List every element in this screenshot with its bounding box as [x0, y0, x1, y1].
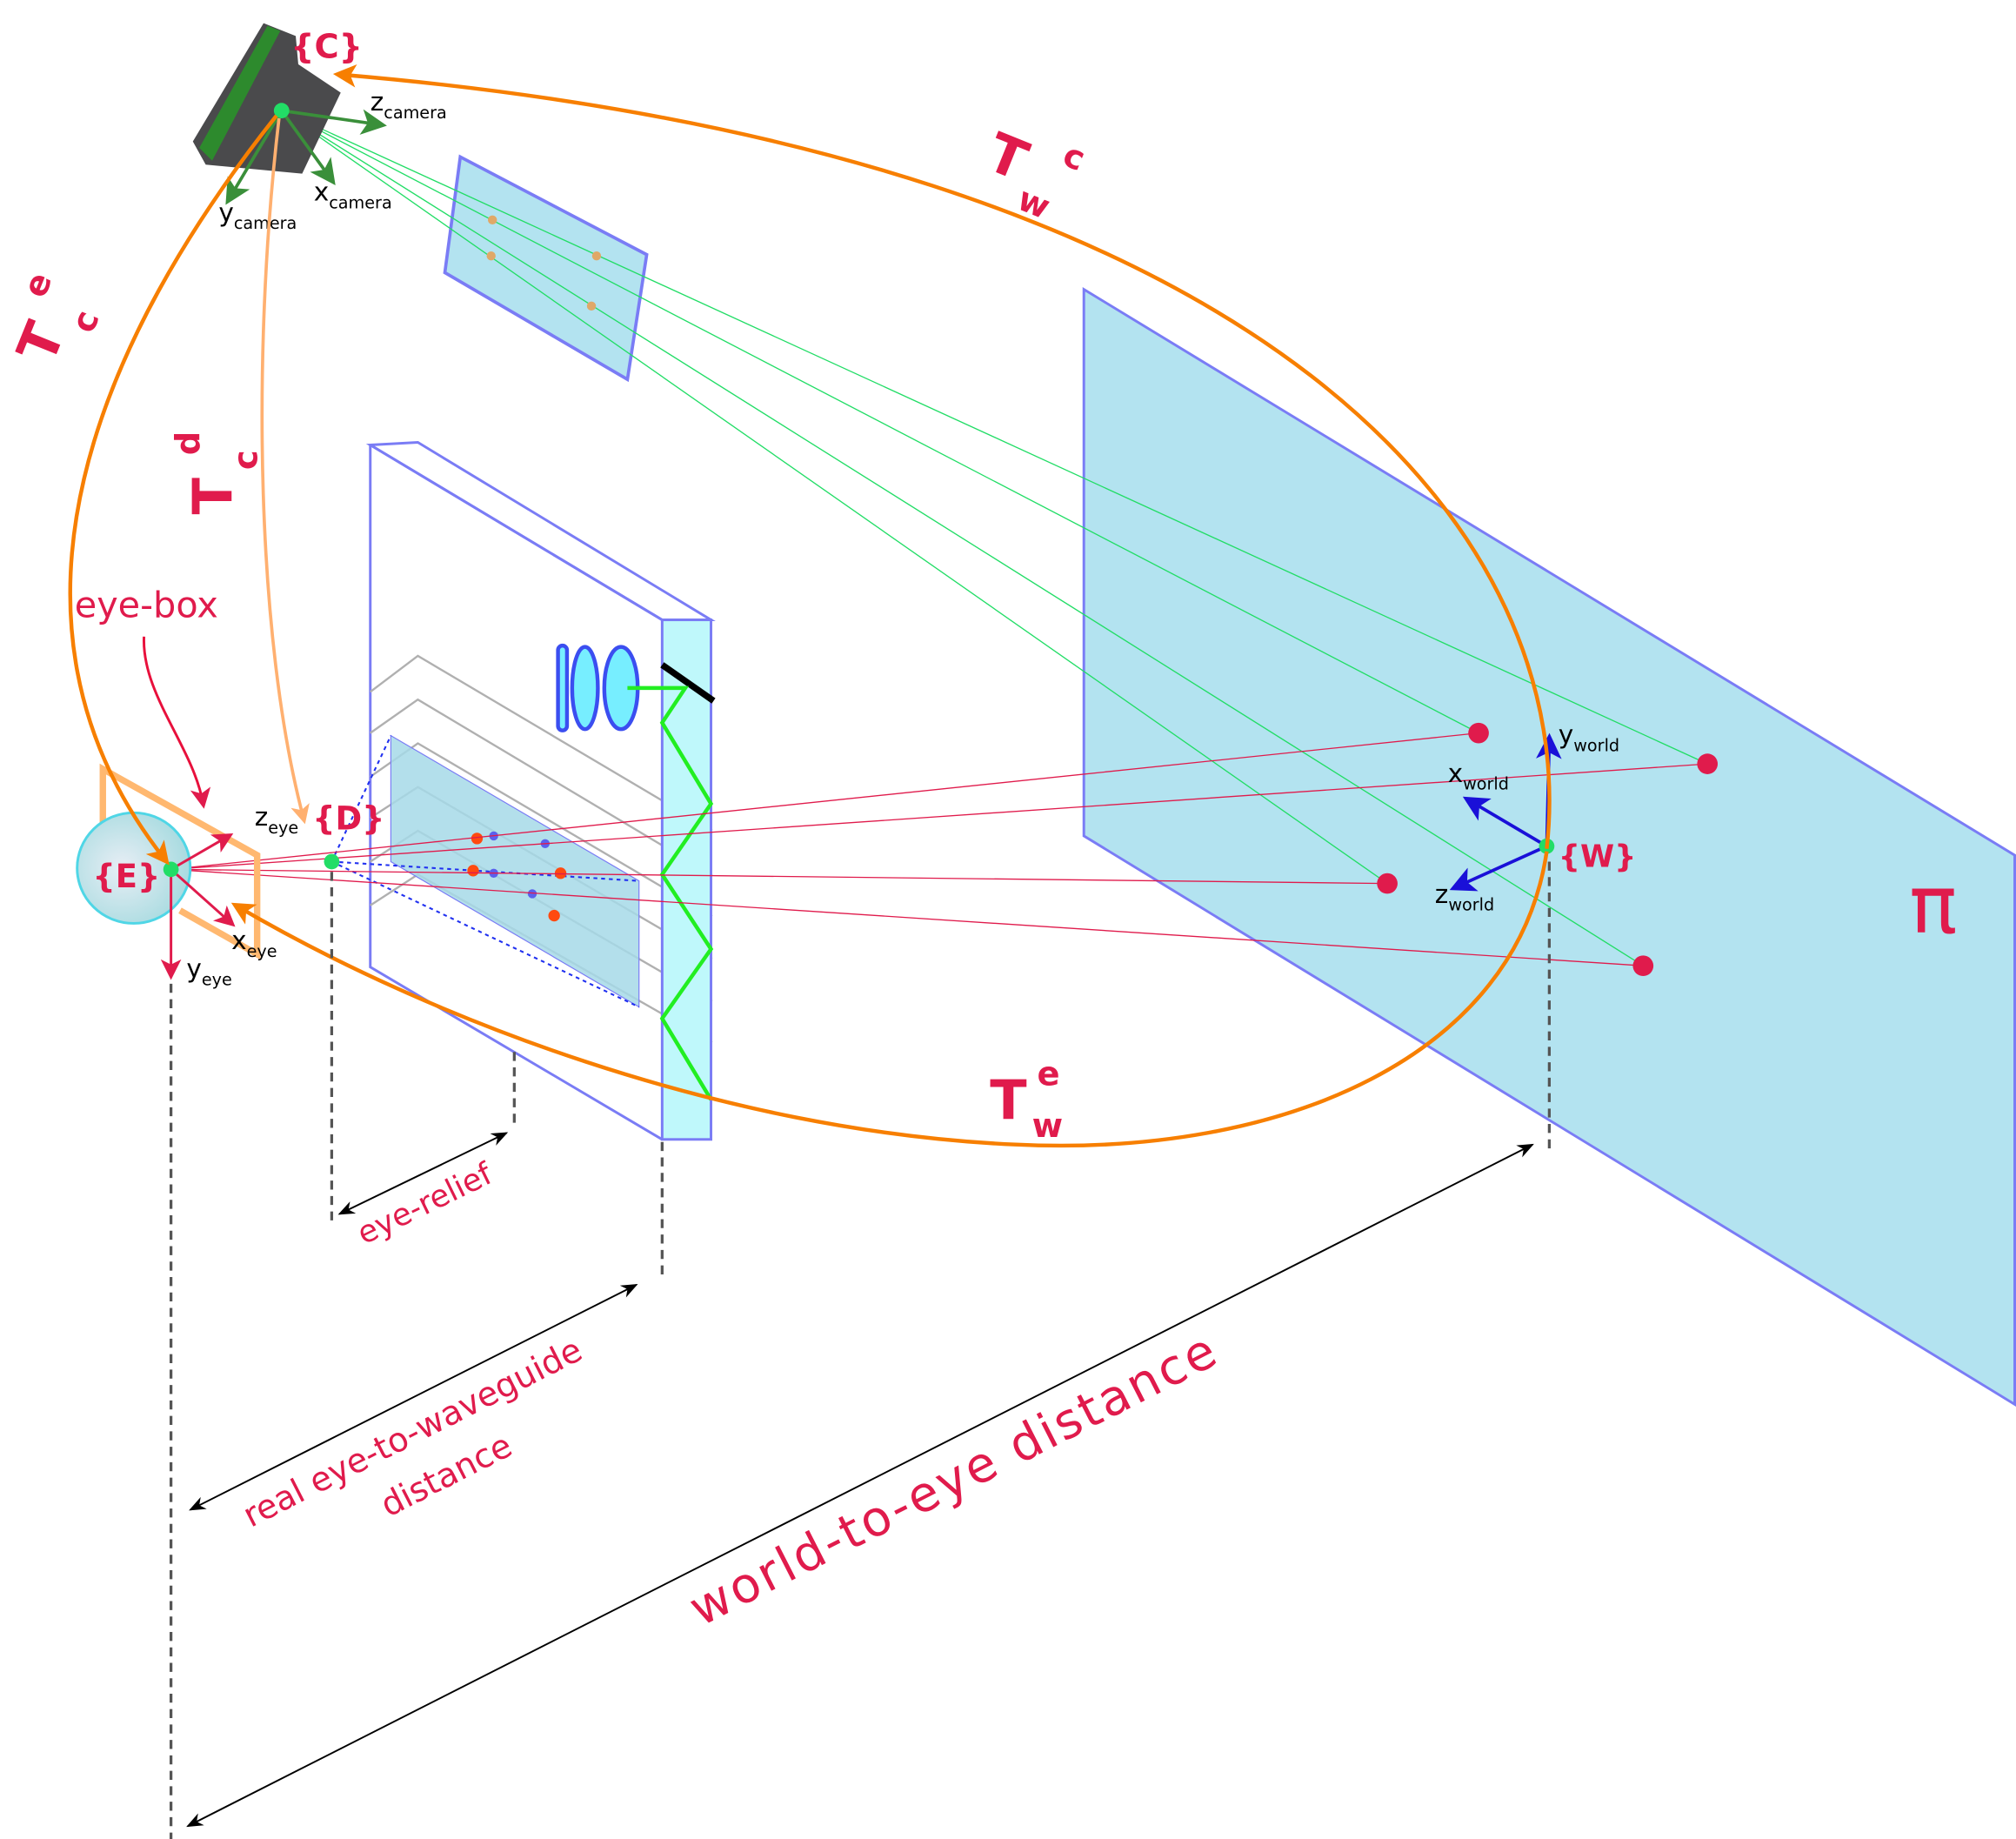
x-eye-axis — [170, 868, 236, 927]
eye-relief-label: eye-relief — [351, 1155, 498, 1252]
guide-lines — [169, 861, 1551, 1839]
eye-box-label: eye-box — [75, 585, 218, 626]
frame-display-label: {D} — [312, 800, 384, 838]
z-camera-label: zcamera — [370, 87, 447, 123]
y-eye-label: yeye — [186, 954, 232, 990]
frame-world-label: {W} — [1559, 839, 1637, 874]
z-eye-axis — [170, 833, 234, 871]
transform-Tcd-label: Tcd — [169, 431, 266, 515]
transform-Twc-label: Twc — [971, 109, 1091, 232]
plane-label: π — [1909, 859, 1957, 952]
lens-1 — [556, 643, 570, 732]
x-world-label: xworld — [1448, 759, 1509, 794]
x-camera-axis — [280, 110, 336, 185]
waveguide-slab — [660, 619, 712, 1141]
transform-Tce-label: Tce — [0, 267, 114, 379]
y-world-label: yworld — [1559, 719, 1619, 755]
transform-world-to-camera-arc — [332, 64, 1552, 849]
z-world-axis — [1449, 845, 1548, 892]
x-eye-label: xeye — [231, 926, 277, 961]
virtual-display-plane — [390, 734, 640, 1008]
lens-2 — [570, 645, 600, 732]
z-camera-axis — [281, 109, 387, 135]
y-camera-label: ycamera — [218, 197, 297, 233]
x-world-axis — [1462, 796, 1548, 848]
projected-points — [486, 215, 602, 311]
x-camera-label: xcamera — [314, 177, 392, 213]
image-plane — [443, 154, 649, 383]
world-points — [1377, 722, 1719, 977]
light-path — [627, 685, 714, 1101]
z-eye-label: zeye — [255, 802, 299, 838]
camera-icon — [192, 23, 341, 174]
transform-camera-to-eye-arc — [68, 114, 278, 866]
y-camera-axis — [225, 110, 284, 205]
waveguide — [330, 441, 716, 1141]
camera-rays — [281, 110, 1708, 966]
eye-box — [99, 763, 261, 960]
world-to-eye-label: world-to-eye distance — [681, 1321, 1228, 1637]
display-origin — [324, 853, 340, 870]
mirror — [660, 662, 716, 704]
z-world-label: zworld — [1435, 879, 1494, 915]
eye-rays — [170, 732, 1708, 966]
eye-origin — [163, 861, 179, 878]
transform-camera-to-display-arc — [260, 117, 310, 825]
frame-eye-label: {E} — [92, 858, 160, 895]
frame-camera-label: {C} — [290, 28, 363, 67]
eye-box-pointer — [143, 636, 211, 809]
camera-origin — [273, 103, 290, 119]
world-to-eye-dimension — [186, 1143, 1534, 1828]
